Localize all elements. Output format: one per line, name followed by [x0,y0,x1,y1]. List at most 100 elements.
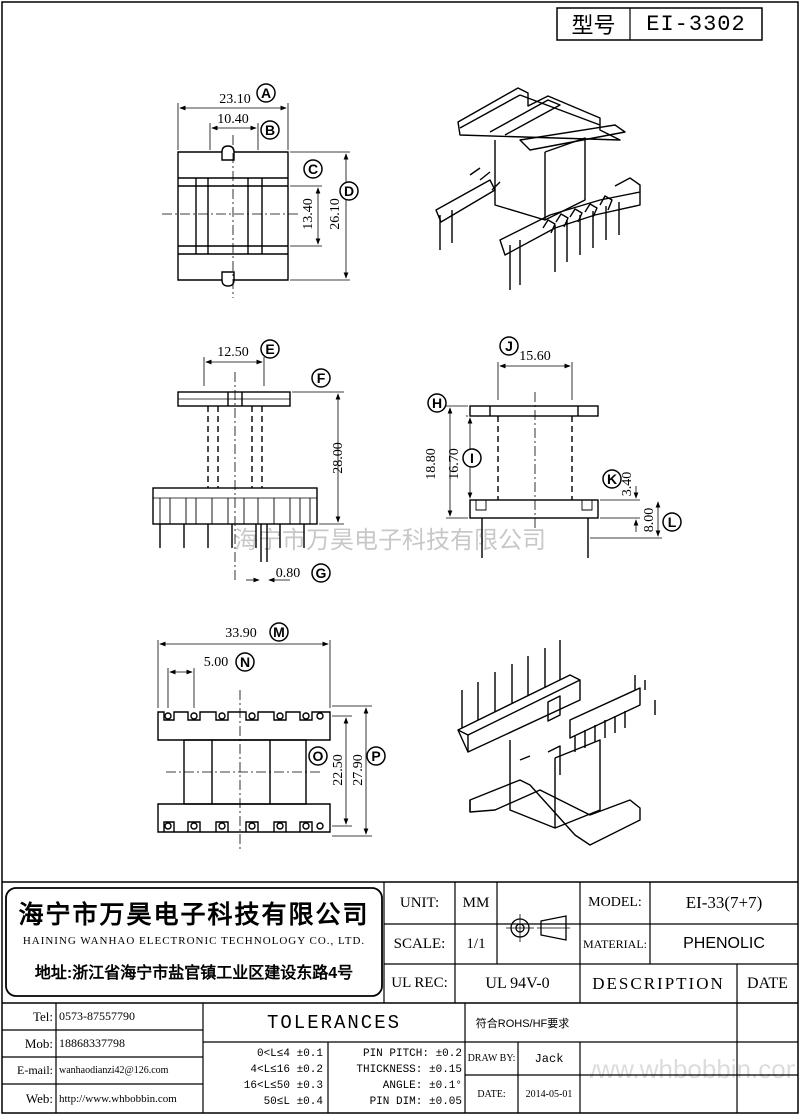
top-view [162,135,300,298]
dim-label-g: G [311,563,331,583]
dim-label-m: M [269,622,289,642]
angle: ANGLE: ±0.1° [382,1080,462,1092]
bottom-view [157,690,331,852]
rohs-note: 符合ROHS/HF要求 [475,1017,570,1030]
dim-f-value: 28.00 [331,442,346,474]
projection-symbol-icon [506,914,570,942]
draw-by-label: DRAW BY: [467,1053,516,1064]
model-header-value: EI-3302 [646,11,746,37]
dim-label-p: P [366,746,386,766]
dim-label-j: J [499,336,519,356]
mob-label: Mob: [24,1035,53,1051]
dim-letter-g: G [316,565,327,581]
dim-letter-b: B [265,122,275,138]
tol-row-4: 50≤L ±0.4 [263,1096,323,1108]
web-label: Web: [25,1090,53,1106]
description-header: DESCRIPTION [592,973,725,993]
dim-letter-h: H [432,395,442,411]
dim-j-value: 15.60 [519,349,551,364]
dim-d-value: 26.10 [328,198,343,230]
material-value: PHENOLIC [683,935,765,952]
dim-label-c: C [303,159,323,179]
dim-label-b: B [260,120,280,140]
tel-label: Tel: [32,1008,53,1024]
dim-letter-j: J [505,338,513,354]
dim-label-f: F [311,368,331,388]
title-block-grid [2,7,798,1113]
dim-n-value: 5.00 [203,655,229,670]
dim-lines-front [203,357,344,583]
company-address: 地址:浙江省海宁市盐官镇工业区建设东路4号 [34,965,354,982]
model-header-label: 型号 [571,13,616,38]
company-name-cn: 海宁市万昊电子科技有限公司 [18,901,370,929]
dim-letter-d: D [344,183,354,199]
tolerances-title: TOLERANCES [266,1011,402,1034]
dim-e-value: 12.50 [217,345,249,360]
model-label: MODEL: [588,895,642,910]
date-label: DATE: [477,1088,506,1100]
dim-b-value: 10.40 [217,112,249,127]
pin-dim: PIN DIM: ±0.05 [369,1096,462,1108]
thickness: THICKNESS: ±0.15 [356,1064,462,1076]
web-value: http://www.whbobbin.com [59,1092,177,1105]
dim-label-o: O [308,746,328,766]
front-view [152,372,318,582]
scale-value: 1/1 [466,935,486,952]
dim-letter-l: L [668,514,677,530]
iso-view-bottom [457,640,656,846]
dim-label-h: H [427,393,447,413]
dim-m-value: 33.90 [225,626,257,641]
dim-a-value: 23.10 [219,92,251,107]
ul-label: UL REC: [391,975,448,991]
mob-value: 18868337798 [59,1036,125,1050]
dim-letter-i: I [470,450,474,466]
dim-letter-k: K [607,471,617,487]
dim-lines-side [446,362,662,539]
model-value: EI-33(7+7) [685,893,763,912]
draw-by-value: Jack [534,1051,564,1066]
dim-letter-a: A [261,85,271,101]
dimension-labels: A B C D E F G H I J K L M N O P [235,83,682,766]
unit-label: UNIT: [399,894,440,911]
tol-row-1: 0<L≤4 ±0.1 [256,1048,323,1060]
dim-letter-f: F [317,370,326,386]
tol-row-3: 16<L≤50 ±0.3 [243,1080,323,1092]
email-label: E-mail: [17,1063,53,1077]
date-header: DATE [747,974,788,992]
dim-k-value: 3.40 [620,471,635,497]
dim-label-n: N [235,652,255,672]
dim-c-value: 13.40 [301,198,316,230]
iso-view-top [435,87,641,290]
dim-o-value: 22.50 [331,754,346,786]
ul-value: UL 94V-0 [485,974,550,992]
watermark-center: 海宁市万昊电子科技有限公司 [234,526,546,553]
side-view [469,392,599,558]
dim-label-l: L [662,512,682,532]
dim-l-value: 8.00 [642,507,657,533]
dim-letter-e: E [265,341,274,357]
dim-h-value: 18.80 [424,448,439,480]
dim-letter-p: P [371,748,380,764]
dim-label-e: E [260,339,280,359]
dim-lines-top [177,103,350,281]
date-value: 2014-05-01 [525,1088,573,1100]
tel-value: 0573-87557790 [59,1009,135,1023]
dim-g-value: 0.80 [275,566,301,581]
material-label: MATERIAL: [583,936,647,951]
email-value: wanhaodianzi42@126.com [59,1065,169,1076]
dim-label-a: A [256,83,276,103]
company-name-en: HAINING WANHAO ELECTRONIC TECHNOLOGY CO.… [22,935,366,947]
dim-i-value: 16.70 [447,448,462,480]
scale-label: SCALE: [393,935,446,952]
dim-label-i: I [462,448,482,468]
pin-pitch: PIN PITCH: ±0.2 [362,1048,462,1060]
unit-value: MM [462,894,490,911]
dim-letter-c: C [308,161,318,177]
dim-letter-m: M [273,624,285,640]
dim-letter-o: O [313,748,324,764]
dim-p-value: 27.90 [351,754,366,786]
watermark-corner: www.whbobbin.com [590,1053,795,1084]
